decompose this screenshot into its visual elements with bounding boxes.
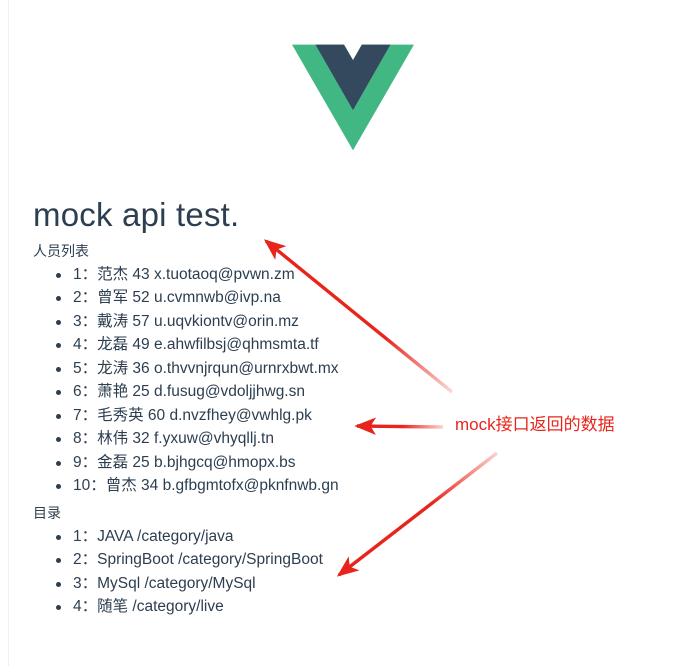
page-left-rule <box>8 0 9 666</box>
page-title: mock api test. <box>33 196 240 233</box>
list-item: 8：林伟 32 f.yxuw@vhyqllj.tn <box>56 427 453 451</box>
list-item: 3：MySql /category/MySql <box>56 572 453 596</box>
list-item: 2：SpringBoot /category/SpringBoot <box>56 548 453 572</box>
people-list: 1：范杰 43 x.tuotaoq@pvwn.zm 2：曾军 52 u.cvmn… <box>33 263 453 498</box>
vue-logo-dark-path <box>315 44 391 111</box>
list-item: 10：曾杰 34 b.gfbgmtofx@pknfnwb.gn <box>56 474 453 498</box>
list-item: 4：龙磊 49 e.ahwfilbsj@qhmsmta.tf <box>56 333 453 357</box>
list-item: 3：戴涛 57 u.uqvkiontv@orin.mz <box>56 310 453 334</box>
catalog-section-label: 目录 <box>33 504 61 521</box>
vue-logo-green-outer-path <box>292 44 414 151</box>
main-content: mock api test. 人员列表 1：范杰 43 x.tuotaoq@pv… <box>33 196 453 623</box>
list-item: 6：萧艳 25 d.fusug@vdoljjhwg.sn <box>56 380 453 404</box>
list-item: 2：曾军 52 u.cvmnwb@ivp.na <box>56 286 453 310</box>
list-item: 5：龙涛 36 o.thvvnjrqun@urnrxbwt.mx <box>56 357 453 381</box>
list-item: 7：毛秀英 60 d.nvzfhey@vwhlg.pk <box>56 404 453 428</box>
list-item: 9：金磊 25 b.bjhgcq@hmopx.bs <box>56 451 453 475</box>
people-section-label: 人员列表 <box>33 242 89 259</box>
list-item: 1：JAVA /category/java <box>56 525 453 549</box>
list-item: 4：随笔 /category/live <box>56 595 453 619</box>
list-item: 1：范杰 43 x.tuotaoq@pvwn.zm <box>56 263 453 287</box>
annotation-caption: mock接口返回的数据 <box>455 415 615 434</box>
catalog-list: 1：JAVA /category/java 2：SpringBoot /cate… <box>33 525 453 619</box>
vue-logo <box>292 29 414 166</box>
